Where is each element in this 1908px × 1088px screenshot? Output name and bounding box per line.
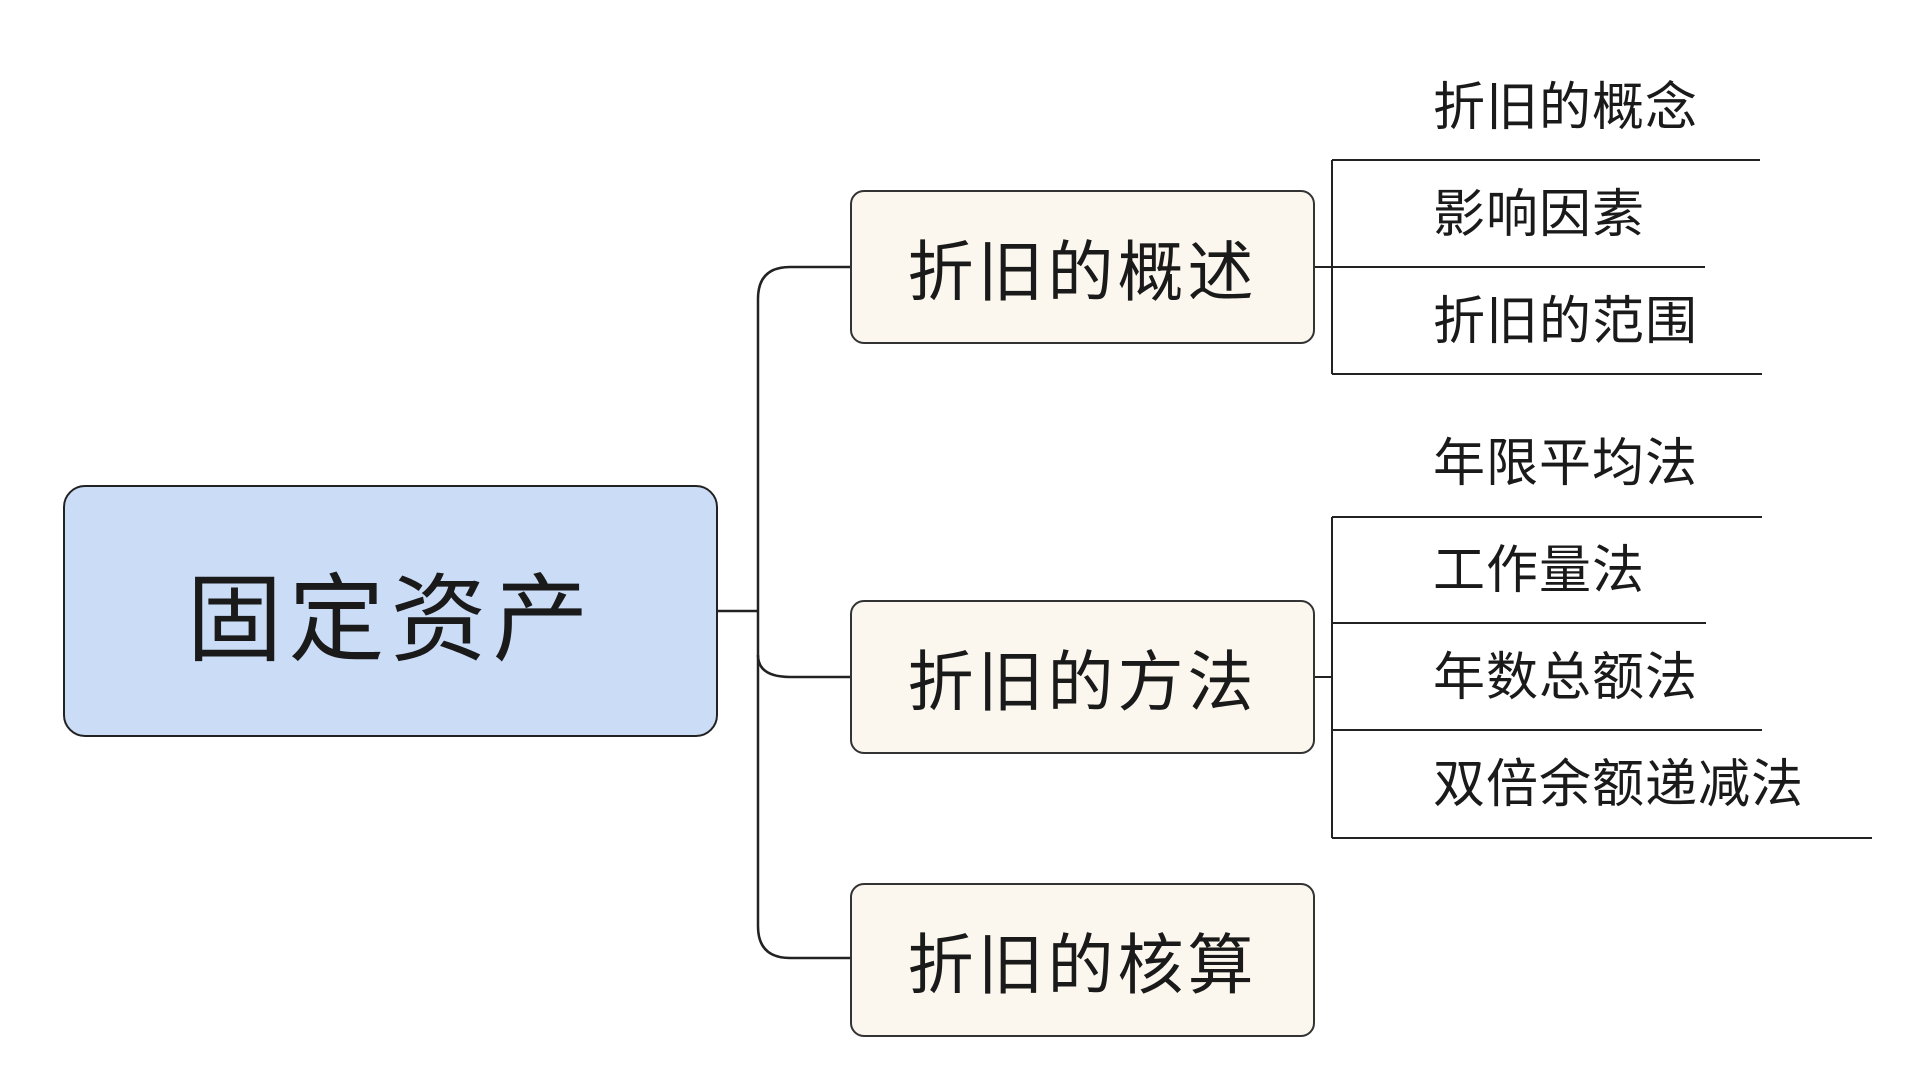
leaf-node: 折旧的范围 (1433, 292, 1699, 352)
branch-1-connector (756, 654, 850, 679)
leaf-node: 折旧的概念 (1433, 78, 1699, 138)
leaf-node: 工作量法 (1433, 541, 1646, 601)
root-node: 固定资产 (63, 485, 718, 737)
leaf-node: 影响因素 (1433, 185, 1646, 245)
branch-node-methods: 折旧的方法 (850, 600, 1315, 754)
leaf-node: 双倍余额递减法 (1433, 755, 1805, 815)
branch-node-overview: 折旧的概述 (850, 190, 1315, 344)
leaf-node: 年数总额法 (1433, 648, 1699, 708)
leaf-node: 年限平均法 (1433, 434, 1699, 494)
branch-node-accounting: 折旧的核算 (850, 883, 1315, 1037)
spine-connector (756, 265, 791, 960)
